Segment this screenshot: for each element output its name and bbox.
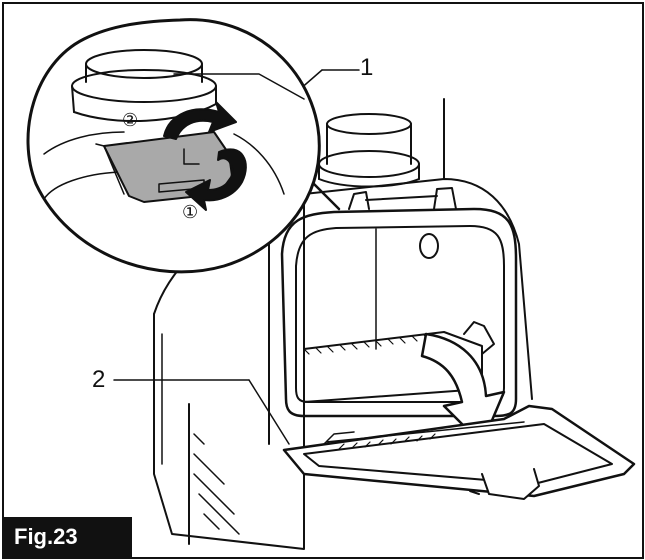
dust-door-frame	[280, 187, 518, 418]
step-1-marker: ①	[182, 202, 199, 223]
step-arrows	[163, 101, 247, 211]
figure-label: Fig.23	[4, 517, 132, 557]
vacuum-dust-door-illustration	[26, 18, 636, 550]
callout-2-label: 2	[92, 366, 106, 393]
open-tray	[282, 404, 636, 500]
open-direction-arrow	[420, 332, 506, 446]
top-cylinder	[318, 98, 445, 188]
callout-1-label: 1	[360, 54, 374, 81]
step-2-marker: ②	[122, 110, 139, 131]
filter	[303, 321, 495, 403]
